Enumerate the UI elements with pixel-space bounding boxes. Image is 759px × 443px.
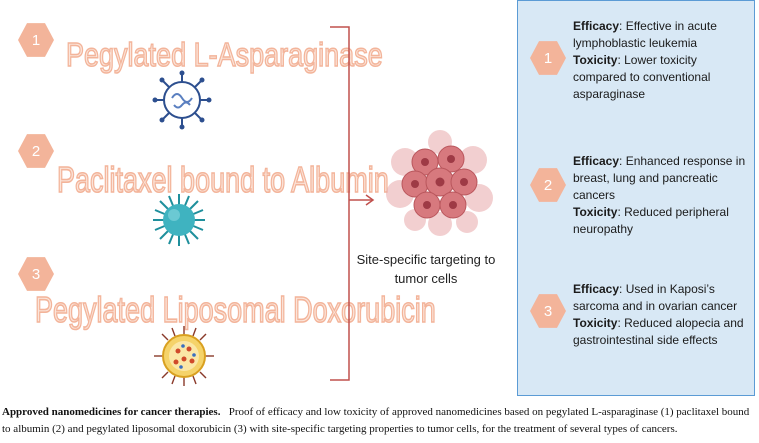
toxicity-line-2: Toxicity: Reduced peripheral neuropathy	[573, 204, 753, 238]
info-block-1: Efficacy: Effective in acute lymphoblast…	[573, 18, 753, 103]
drug-name-3: Pegylated Liposomal Doxorubicin	[34, 289, 436, 331]
toxicity-label: Toxicity	[573, 205, 618, 219]
drug-name-1: Pegylated L-Asparaginase	[65, 35, 383, 74]
number-badge-2: 2	[18, 134, 54, 168]
caption-text: Proof of efficacy and low toxicity of ap…	[2, 406, 750, 435]
efficacy-text: : Enhanced response in breast, lung and …	[573, 154, 746, 202]
drug-name-2: Paclitaxel bound to Albumin	[56, 159, 389, 201]
liposome-icon	[154, 326, 214, 386]
toxicity-text: : Reduced peripheral neuropathy	[573, 205, 729, 236]
efficacy-line-2: Efficacy: Enhanced response in breast, l…	[573, 153, 753, 204]
info-block-2: Efficacy: Enhanced response in breast, l…	[573, 153, 753, 238]
efficacy-text: : Effective in acute lymphoblastic leuke…	[573, 19, 717, 50]
toxicity-text: : Lower toxicity compared to conventiona…	[573, 53, 711, 101]
toxicity-label: Toxicity	[573, 316, 618, 330]
toxicity-text: : Reduced alopecia and gastrointestinal …	[573, 316, 744, 347]
number-badge-3: 3	[18, 257, 54, 291]
efficacy-line-1: Efficacy: Effective in acute lymphoblast…	[573, 18, 753, 52]
efficacy-label: Efficacy	[573, 19, 620, 33]
info-panel: 1 Efficacy: Effective in acute lymphobla…	[517, 0, 755, 396]
figure-caption: Approved nanomedicines for cancer therap…	[2, 404, 757, 438]
efficacy-line-3: Efficacy: Used in Kaposi’s sarcoma and i…	[573, 281, 753, 315]
efficacy-text: : Used in Kaposi’s sarcoma and in ovaria…	[573, 282, 738, 313]
panel-badge-2: 2	[530, 168, 566, 202]
panel-badge-1: 1	[530, 41, 566, 75]
panel-badge-3: 3	[530, 294, 566, 328]
tumor-cells-icon	[386, 130, 493, 236]
toxicity-line-1: Toxicity: Lower toxicity compared to con…	[573, 52, 753, 103]
number-badge-1: 1	[18, 23, 54, 57]
target-label: Site-specific targeting to tumor cells	[356, 252, 496, 286]
info-block-3: Efficacy: Used in Kaposi’s sarcoma and i…	[573, 281, 753, 349]
asparaginase-molecule-icon	[152, 70, 212, 130]
toxicity-label: Toxicity	[573, 53, 618, 67]
albumin-particle-icon	[153, 194, 205, 246]
efficacy-label: Efficacy	[573, 154, 620, 168]
caption-title: Approved nanomedicines for cancer therap…	[2, 406, 221, 418]
efficacy-label: Efficacy	[573, 282, 620, 296]
toxicity-line-3: Toxicity: Reduced alopecia and gastroint…	[573, 315, 753, 349]
